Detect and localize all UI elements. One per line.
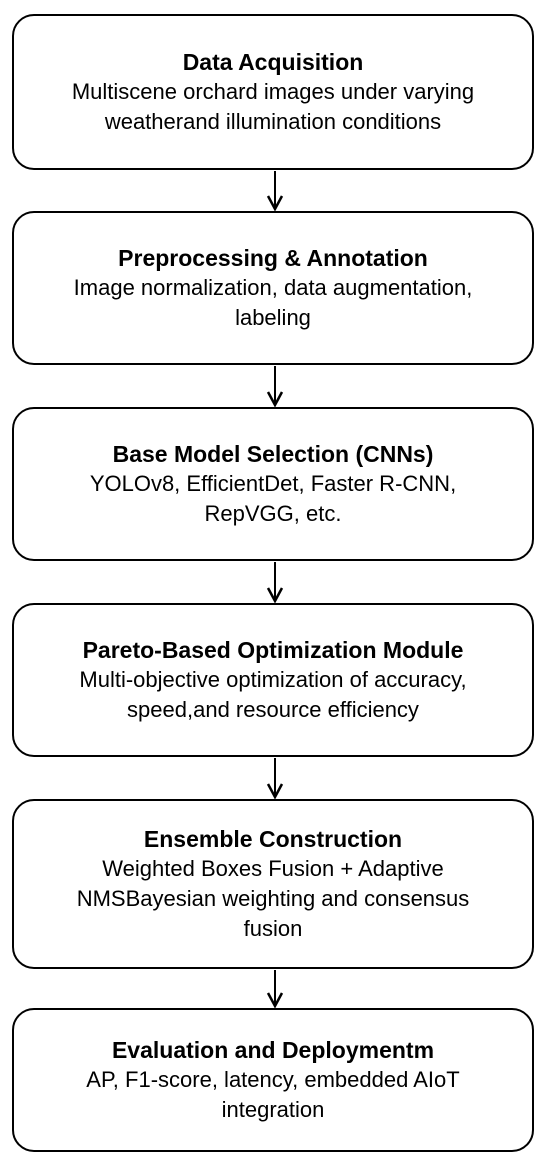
step-box-data-acquisition: Data Acquisition Multiscene orchard imag…	[12, 14, 534, 170]
step-title: Data Acquisition	[182, 49, 364, 75]
step-description-line: Image normalization, data augmentation,	[73, 275, 473, 300]
step-description-line: AP, F1-score, latency, embedded AIoT	[86, 1067, 460, 1092]
step-description: YOLOv8, EfficientDet, Faster R-CNN, RepV…	[90, 469, 456, 529]
step-description: Multiscene orchard images under varying …	[72, 77, 474, 137]
step-box-preprocessing-annotation: Preprocessing & Annotation Image normali…	[12, 211, 534, 365]
step-description-line: integration	[221, 1097, 325, 1122]
arrow-down-icon	[266, 758, 284, 800]
step-description-line: fusion	[243, 916, 303, 941]
step-description-line: speed,and resource efficiency	[127, 697, 419, 722]
step-box-pareto-optimization: Pareto-Based Optimization Module Multi-o…	[12, 603, 534, 757]
step-description-line: RepVGG, etc.	[204, 501, 342, 526]
step-description-line: Multiscene orchard images under varying	[71, 79, 475, 104]
arrow-down-icon	[266, 366, 284, 408]
arrow-down-icon	[266, 970, 284, 1009]
step-box-ensemble-construction: Ensemble Construction Weighted Boxes Fus…	[12, 799, 534, 969]
step-description-line: weatherand illumination conditions	[104, 109, 442, 134]
step-description-line: Weighted Boxes Fusion + Adaptive	[102, 856, 444, 881]
step-description-line: Multi-objective optimization of accuracy…	[79, 667, 467, 692]
arrow-down-icon	[266, 171, 284, 212]
step-title: Base Model Selection (CNNs)	[112, 441, 434, 467]
step-description-line: labeling	[235, 305, 311, 330]
step-description: Weighted Boxes Fusion + Adaptive NMSBaye…	[77, 854, 470, 944]
step-description: Multi-objective optimization of accuracy…	[79, 665, 466, 725]
step-description: Image normalization, data augmentation, …	[74, 273, 473, 333]
arrow-down-icon	[266, 562, 284, 604]
step-description: AP, F1-score, latency, embedded AIoT int…	[86, 1065, 459, 1125]
step-title: Pareto-Based Optimization Module	[82, 637, 464, 663]
step-title: Ensemble Construction	[143, 826, 403, 852]
step-title: Evaluation and Deploymentm	[111, 1037, 435, 1063]
step-title: Preprocessing & Annotation	[118, 245, 428, 271]
step-box-base-model-selection: Base Model Selection (CNNs) YOLOv8, Effi…	[12, 407, 534, 561]
step-box-evaluation-deployment: Evaluation and Deploymentm AP, F1-score,…	[12, 1008, 534, 1152]
step-description-line: NMSBayesian weighting and consensus	[76, 886, 470, 911]
step-description-line: YOLOv8, EfficientDet, Faster R-CNN,	[89, 471, 457, 496]
